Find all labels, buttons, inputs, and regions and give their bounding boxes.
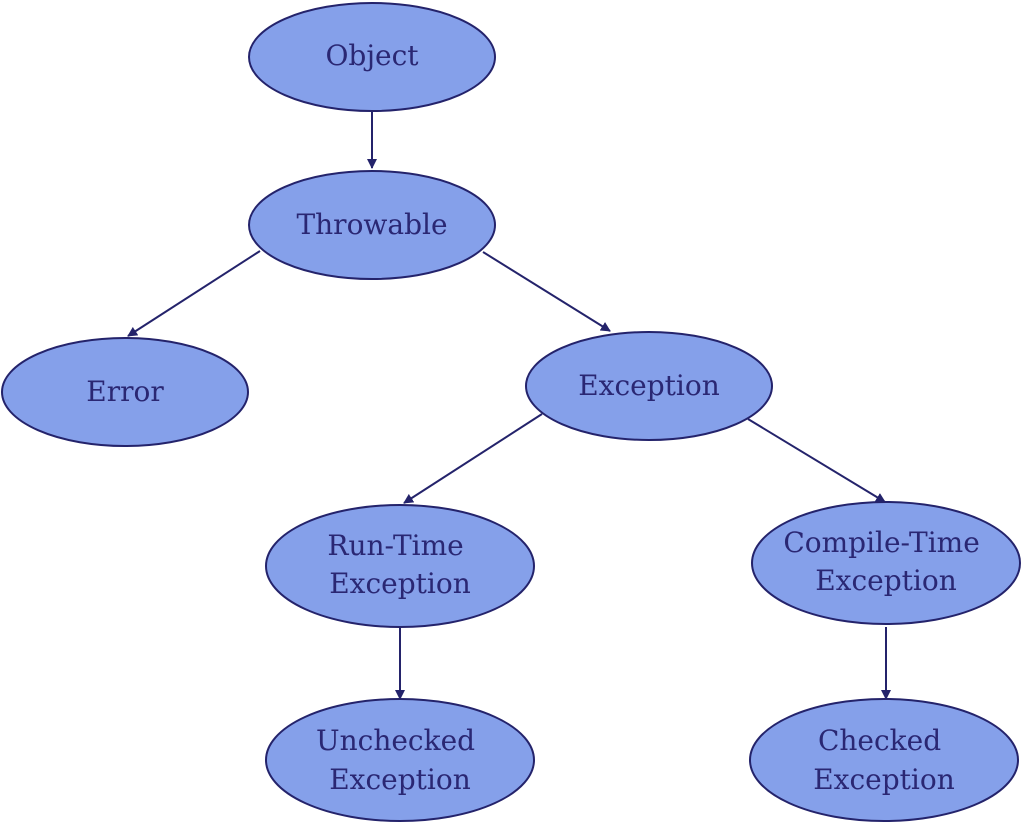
node-unchecked-exception-label-line2: Exception bbox=[329, 763, 471, 796]
node-compiletime-exception: Compile-Time Exception bbox=[751, 501, 1021, 625]
node-object-shape bbox=[248, 2, 496, 112]
node-runtime-exception-label-line2: Exception bbox=[329, 567, 471, 600]
svg-text:Run-Time Exception: Run-Time Exception bbox=[327, 529, 472, 600]
node-compiletime-exception-label-line2: Exception bbox=[815, 564, 957, 597]
svg-text:Checked Exception: Checked Exception bbox=[813, 724, 955, 796]
node-checked-exception-label-line1: Checked bbox=[818, 724, 941, 757]
edges bbox=[127, 112, 891, 700]
node-error-label: Error bbox=[86, 375, 164, 408]
node-compiletime-exception-shape bbox=[751, 501, 1021, 625]
svg-text:Compile-Time Exception: Compile-Time Exception bbox=[783, 526, 988, 597]
node-runtime-exception-label-line1: Run-Time bbox=[327, 529, 463, 562]
edge-exception-runtime bbox=[403, 413, 543, 504]
edge-exception-compiletime bbox=[747, 418, 886, 503]
node-compiletime-exception-label-line1: Compile-Time bbox=[783, 526, 979, 559]
node-exception: Exception bbox=[525, 331, 773, 441]
node-unchecked-exception-shape bbox=[265, 698, 535, 822]
node-checked-exception: Checked Exception bbox=[749, 698, 1019, 822]
edge-throwable-exception bbox=[482, 251, 611, 332]
node-checked-exception-label-line2: Exception bbox=[813, 763, 955, 796]
node-throwable-label: Throwable bbox=[296, 208, 447, 241]
node-checked-exception-shape bbox=[749, 698, 1019, 822]
node-throwable-shape bbox=[248, 170, 496, 280]
edge-throwable-error bbox=[127, 250, 261, 337]
node-object-label: Object bbox=[325, 39, 419, 72]
node-exception-shape bbox=[525, 331, 773, 441]
svg-text:Throwable: Throwable bbox=[296, 208, 447, 241]
node-unchecked-exception-label-line1: Unchecked bbox=[316, 724, 475, 757]
node-throwable: Throwable bbox=[248, 170, 496, 280]
node-object: Object bbox=[248, 2, 496, 112]
node-exception-label: Exception bbox=[578, 369, 720, 402]
node-unchecked-exception: Unchecked Exception bbox=[265, 698, 535, 822]
node-error: Error bbox=[1, 337, 249, 447]
svg-text:Error: Error bbox=[86, 375, 164, 408]
svg-text:Object: Object bbox=[325, 39, 419, 72]
node-runtime-exception: Run-Time Exception bbox=[265, 504, 535, 628]
node-error-shape bbox=[1, 337, 249, 447]
svg-text:Unchecked Exception: Unchecked Exception bbox=[316, 724, 484, 796]
svg-text:Exception: Exception bbox=[578, 369, 720, 402]
node-runtime-exception-shape bbox=[265, 504, 535, 628]
